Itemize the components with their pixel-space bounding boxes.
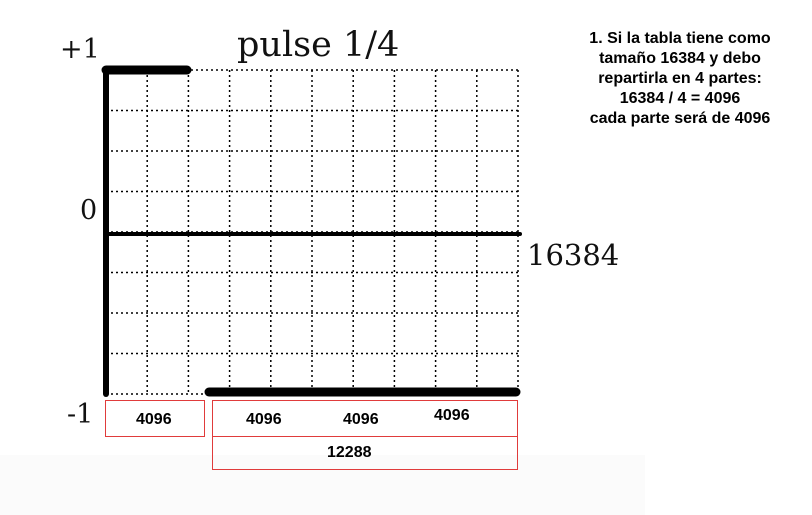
diagram-title: pulse 1/4 bbox=[237, 25, 400, 65]
quarter-value-3: 4096 bbox=[343, 411, 379, 428]
y-label-plus-one: +1 bbox=[60, 34, 100, 65]
quarter-value-2: 4096 bbox=[246, 411, 282, 428]
background-lower-band bbox=[0, 455, 645, 515]
remaining-total-box bbox=[212, 436, 518, 470]
explanation-note: 1. Si la tabla tiene como tamaño 16384 y… bbox=[555, 29, 805, 129]
y-label-minus-one: -1 bbox=[67, 399, 94, 430]
first-quarter-value: 4096 bbox=[136, 411, 172, 428]
note-line: repartirla en 4 partes: bbox=[598, 70, 762, 87]
note-line: 16384 / 4 = 4096 bbox=[619, 90, 741, 107]
first-quarter-box bbox=[105, 400, 205, 437]
note-line: tamaño 16384 y debo bbox=[599, 50, 761, 67]
remaining-total-value: 12288 bbox=[327, 444, 372, 461]
y-label-zero: 0 bbox=[80, 195, 98, 226]
quarter-value-4: 4096 bbox=[434, 407, 470, 424]
note-line: cada parte será de 4096 bbox=[589, 110, 771, 127]
x-label-table-size: 16384 bbox=[527, 238, 620, 272]
note-line: 1. Si la tabla tiene como bbox=[589, 30, 771, 47]
